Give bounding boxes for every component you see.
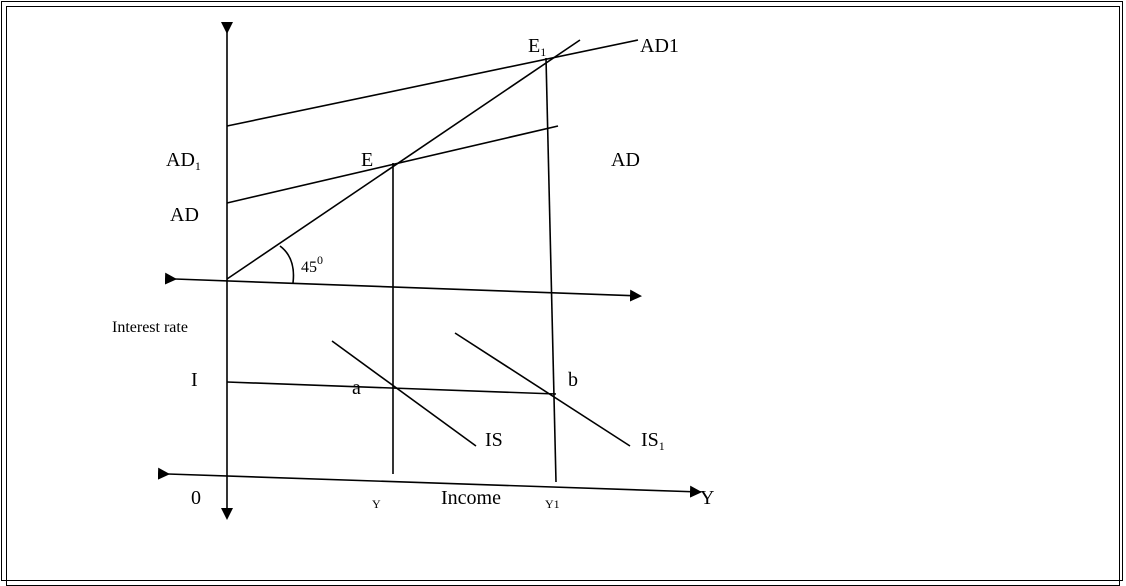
label-y1-tick: Y1 [545, 497, 560, 511]
label-is1: IS1 [641, 429, 665, 453]
interest-rate-line [226, 381, 557, 395]
ad1-curve [226, 39, 639, 127]
angle-arc [279, 245, 295, 284]
is-lm-diagram: E1 AD1 AD1 E AD AD 450 Interest rate I a… [112, 22, 714, 520]
vertical-from-e1 [545, 57, 557, 483]
label-is: IS [485, 429, 503, 451]
label-e: E [361, 149, 373, 171]
label-ad1-curve: AD1 [640, 35, 679, 57]
upper-horizontal-axis [164, 272, 642, 302]
label-ad-axis: AD [170, 204, 199, 226]
label-ad1-axis: AD1 [166, 149, 201, 173]
label-ad-right: AD [611, 149, 640, 171]
label-e1: E1 [528, 35, 546, 59]
label-y-tick: Y [372, 497, 381, 511]
label-interest-rate: Interest rate [112, 319, 188, 336]
is-curve [331, 340, 477, 447]
45-degree-line [226, 39, 581, 280]
label-y-axis: Y [700, 487, 714, 509]
label-a: a [352, 377, 361, 399]
label-i: I [191, 369, 198, 391]
is1-curve [454, 332, 631, 447]
label-b: b [568, 369, 578, 391]
lower-horizontal-axis [157, 467, 702, 498]
label-income: Income [441, 487, 501, 509]
label-angle: 450 [301, 253, 323, 276]
label-origin: 0 [191, 487, 201, 509]
